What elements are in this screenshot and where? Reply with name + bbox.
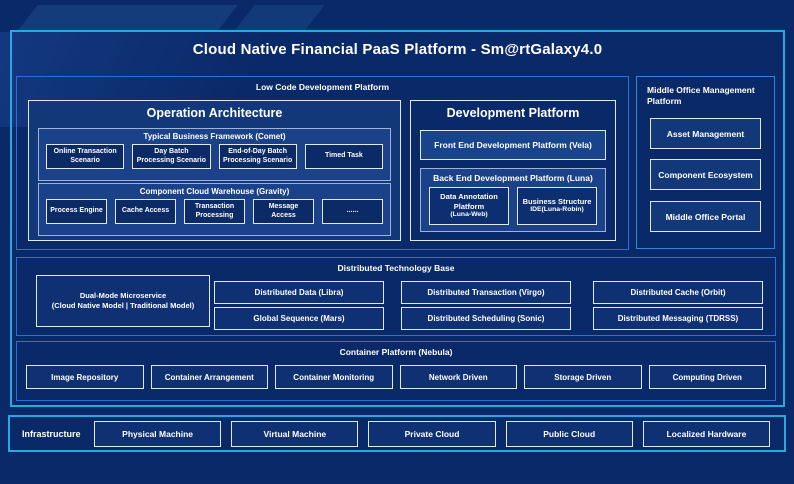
main-panel: Cloud Native Financial PaaS Platform - S… — [10, 30, 785, 407]
distributed-cache-box: Distributed Cache (Orbit) — [593, 281, 763, 304]
gravity-item-ellipsis: ...... — [322, 199, 383, 224]
business-structure-sub: IDE(Luna-Robin) — [530, 206, 584, 214]
middle-office-label: Middle Office Management Platform — [647, 85, 755, 107]
comet-item: Online Transaction Scenario — [46, 144, 125, 169]
data-annotation-platform-box: Data Annotation Platform (Luna-Web) — [429, 187, 509, 225]
gravity-item: Message Access — [253, 199, 314, 224]
storage-driven-box: Storage Driven — [524, 365, 642, 389]
data-annotation-platform-name: Data Annotation Platform — [440, 191, 498, 211]
gravity-item: Cache Access — [115, 199, 176, 224]
development-platform-title: Development Platform — [446, 106, 580, 120]
operation-architecture-panel: Operation Architecture Typical Business … — [28, 100, 401, 241]
comet-label: Typical Business Framework (Comet) — [143, 132, 286, 141]
asset-management-box: Asset Management — [650, 118, 761, 149]
gravity-label: Component Cloud Warehouse (Gravity) — [139, 187, 290, 196]
development-platform-panel: Development Platform Front End Developme… — [410, 100, 616, 241]
container-monitoring-box: Container Monitoring — [275, 365, 393, 389]
comet-item: Day Batch Processing Scenario — [132, 144, 211, 169]
low-code-panel-label: Low Code Development Platform — [255, 82, 390, 92]
decorative-streak — [18, 5, 238, 30]
dual-mode-sub: (Cloud Native Model | Traditional Model) — [51, 301, 195, 310]
distributed-label: Distributed Technology Base — [337, 263, 455, 273]
public-cloud-box: Public Cloud — [505, 420, 633, 447]
private-cloud-box: Private Cloud — [368, 420, 496, 447]
comet-item: End-of-Day Batch Processing Scenario — [218, 144, 297, 169]
data-annotation-platform-sub: (Luna-Web) — [450, 211, 488, 219]
virtual-machine-box: Virtual Machine — [231, 420, 359, 447]
decorative-streak — [235, 5, 325, 30]
container-arrangement-box: Container Arrangement — [150, 365, 268, 389]
comet-item: Timed Task — [304, 144, 383, 169]
component-cloud-warehouse-gravity-panel: Component Cloud Warehouse (Gravity) Proc… — [38, 183, 391, 236]
typical-business-framework-comet-panel: Typical Business Framework (Comet) Onlin… — [38, 128, 391, 181]
global-sequence-box: Global Sequence (Mars) — [214, 307, 384, 330]
component-ecosystem-box: Component Ecosystem — [650, 159, 761, 190]
back-end-box-row: Data Annotation Platform (Luna-Web) Busi… — [421, 183, 605, 225]
container-platform-panel: Container Platform (Nebula) Image Reposi… — [16, 341, 776, 401]
distributed-data-box: Distributed Data (Libra) — [214, 281, 384, 304]
back-end-development-platform-panel: Back End Development Platform (Luna) Dat… — [420, 168, 606, 232]
comet-box-row: Online Transaction Scenario Day Batch Pr… — [39, 141, 390, 169]
infrastructure-label: Infrastructure — [22, 428, 81, 439]
business-structure-ide-box: Business Structure IDE(Luna-Robin) — [517, 187, 597, 225]
back-end-label: Back End Development Platform (Luna) — [433, 173, 593, 183]
business-structure-name: Business Structure — [522, 196, 592, 206]
front-end-development-platform-box: Front End Development Platform (Vela) — [420, 130, 606, 160]
distributed-technology-base-panel: Distributed Technology Base Dual-Mode Mi… — [16, 257, 776, 336]
dual-mode-microservice-box: Dual-Mode Microservice (Cloud Native Mod… — [36, 275, 210, 327]
distributed-scheduling-box: Distributed Scheduling (Sonic) — [401, 307, 571, 330]
container-platform-label: Container Platform (Nebula) — [339, 347, 453, 357]
infrastructure-box-row: Physical Machine Virtual Machine Private… — [94, 420, 784, 447]
container-box-row: Image Repository Container Arrangement C… — [17, 357, 775, 389]
computing-driven-box: Computing Driven — [648, 365, 766, 389]
low-code-development-platform-panel: Low Code Development Platform Operation … — [16, 76, 629, 250]
distributed-transaction-box: Distributed Transaction (Virgo) — [401, 281, 571, 304]
gravity-box-row: Process Engine Cache Access Transaction … — [39, 196, 390, 224]
network-driven-box: Network Driven — [399, 365, 517, 389]
gravity-item: Transaction Processing — [184, 199, 245, 224]
dual-mode-name: Dual-Mode Microservice — [79, 290, 167, 300]
physical-machine-box: Physical Machine — [94, 420, 222, 447]
operation-architecture-title: Operation Architecture — [146, 106, 283, 120]
image-repository-box: Image Repository — [26, 365, 144, 389]
middle-office-management-platform-panel: Middle Office Management Platform Asset … — [636, 76, 775, 249]
infrastructure-panel: Infrastructure Physical Machine Virtual … — [8, 415, 786, 452]
distributed-messaging-box: Distributed Messaging (TDRSS) — [593, 307, 763, 330]
gravity-item: Process Engine — [46, 199, 107, 224]
localized-hardware-box: Localized Hardware — [642, 420, 771, 447]
page-title: Cloud Native Financial PaaS Platform - S… — [192, 41, 603, 58]
middle-office-portal-box: Middle Office Portal — [650, 201, 761, 232]
